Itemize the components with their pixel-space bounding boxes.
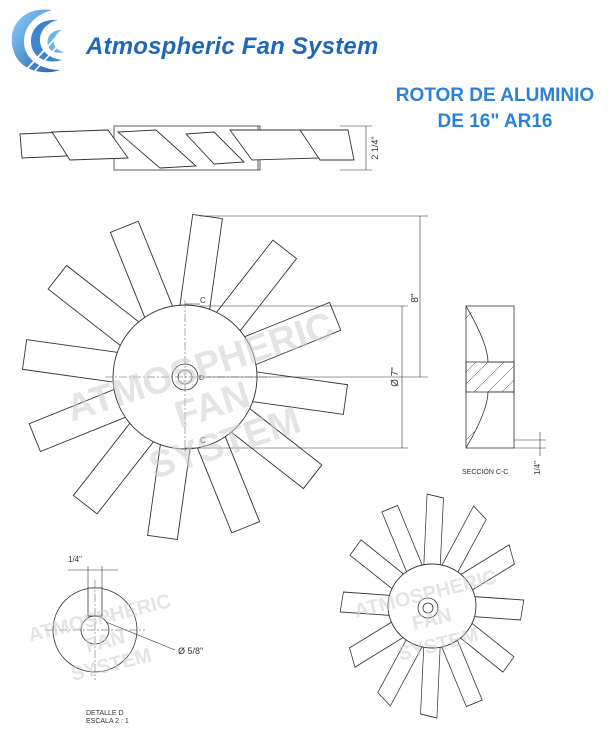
isometric-view [339, 493, 525, 719]
section-dimension: 1/4" [533, 461, 542, 475]
section-view: SECCIÓN C-C 1/4" [462, 305, 546, 476]
section-marker-top: C [200, 296, 206, 305]
front-view-blades [21, 213, 349, 541]
fan-blade [243, 370, 349, 415]
detail-caption-2: ESCALA 2 : 1 [86, 718, 129, 725]
detail-caption-1: DETALLE D [86, 710, 124, 717]
section-caption: SECCIÓN C-C [462, 467, 508, 476]
detail-bore-dimension: Ø 5/8" [178, 646, 203, 656]
brand-logo-icon [11, 9, 77, 75]
detail-top-dimension: 1/4" [68, 555, 82, 564]
dimension-hub: Ø 7" [390, 367, 401, 387]
iso-fan-blade [423, 493, 444, 567]
detail-marker: D [199, 375, 204, 382]
side-view: 2 1/4" [19, 125, 380, 171]
brand-header: Atmospheric Fan System [0, 0, 614, 84]
dimension-outer: 8" [410, 293, 421, 303]
brand-name: Atmospheric Fan System [86, 33, 379, 60]
front-view: C C D 8" Ø 7" [21, 213, 428, 541]
watermark-detail: ATMOSPHERIC FAN SYSTEM [26, 590, 173, 686]
section-marker-bottom: C [200, 436, 206, 445]
side-view-dimension: 2 1/4" [370, 136, 380, 159]
drawing-title: ROTOR DE ALUMINIO DE 16" AR16 [380, 83, 610, 135]
title-line-1: ROTOR DE ALUMINIO [395, 85, 595, 106]
title-line-2: DE 16" AR16 [437, 111, 553, 132]
detail-view: 1/4" Ø 5/8" DETALLE D ESCALA 2 : 1 [45, 555, 203, 725]
